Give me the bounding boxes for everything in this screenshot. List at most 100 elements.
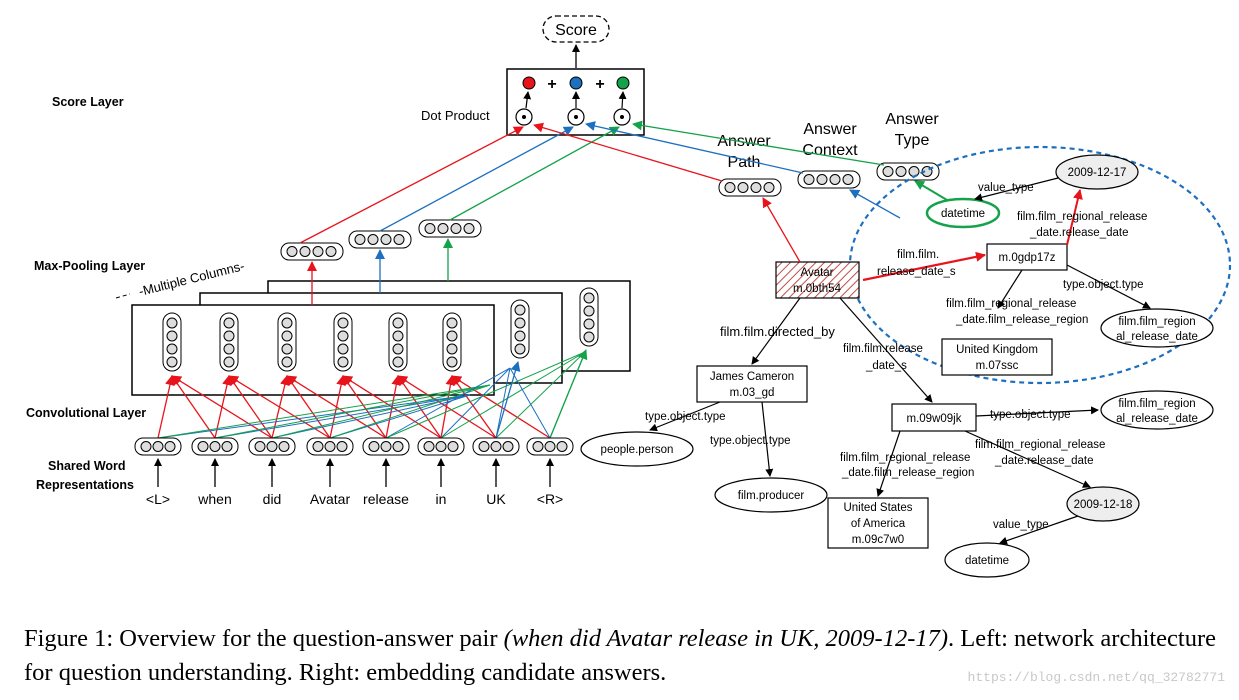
conv-column-1 [131,304,495,396]
regional2-line1: film.film_region [1118,398,1195,410]
word-unit [266,441,278,452]
max-pooling-layer-label: Max-Pooling Layer [34,259,145,273]
conv-unit [392,356,404,368]
usa-line2: of America [851,518,906,530]
conv-conn-red [286,375,331,439]
conv-unit [446,356,458,368]
question-words: <L> when did Avatar release in UK <R> [146,491,563,507]
conv-unit [392,343,404,355]
entity-avatar-name: Avatar [800,267,833,279]
conv-feature-vector [333,312,353,372]
word-unit [502,441,514,452]
shared-word-label-2: Representations [36,478,134,492]
value-date-2009-12-18 [1066,486,1140,522]
word-in: in [436,491,447,507]
word-L: <L> [146,491,170,507]
edge-type-object-type-4: type.object.type [990,409,1071,421]
conv-unit [446,343,458,355]
answer-path-label-1: Answer [717,133,771,150]
conv-conn-red [451,375,551,439]
word-unit [392,441,404,452]
answer-path-vector [718,178,782,197]
conv-conn-red [157,375,175,439]
entity-avatar [775,261,860,299]
usa-line1: United States [843,502,912,514]
word-unit [447,441,459,452]
score-node [542,15,610,43]
datetime1-label: datetime [941,208,985,220]
edge-regional-release-date-3: film.film_regional_release [975,439,1105,451]
word-unit [209,441,221,452]
answer-type-vector [876,162,940,181]
conv-conn-green [214,384,491,439]
conv-unit [392,330,404,342]
word-unit [312,441,324,452]
plus-1: + [547,76,556,93]
date2-label: 2009-12-18 [1074,499,1133,511]
conv-unit [337,317,349,329]
conv-conn-blue [509,367,551,439]
conv-conn-red [171,375,216,439]
conv-conn-red [342,375,387,439]
regional1-line2: al_release_date [1116,331,1198,343]
dot-product-label: Dot Product [421,108,490,123]
answer-context-vector [797,170,861,189]
type-datetime-1 [925,197,1001,229]
conv-conn-blue [214,394,471,439]
datetime2-label: datetime [965,555,1009,567]
conv-conn-blue-arrow [495,361,521,439]
people-person-label: people.person [601,444,674,456]
type-people-person [580,431,694,467]
word-unit [140,441,152,452]
w09-id: m.09w09jk [907,413,962,425]
conv-feature-vector [442,312,462,372]
word-unit [380,441,392,452]
cameron-name: James Cameron [710,371,794,383]
conv-unit [223,330,235,342]
word-unit [532,441,544,452]
conv-unit [223,343,235,355]
word-uk: UK [486,491,506,507]
word-release: release [363,491,409,507]
conv-unit [281,343,293,355]
conv-unit [166,356,178,368]
edge-release-region-3: film.film_regional_release [840,452,970,464]
edge-type-object-type-2: type.object.type [645,411,726,423]
pooled-vector-green [418,219,482,238]
convolutional-layer-label: Convolutional Layer [26,406,146,420]
conv-feature-green [579,287,599,347]
conv-unit [281,356,293,368]
conv-unit [166,343,178,355]
conv-feature-vector [162,312,182,372]
conv-conn-blue [440,367,511,439]
plus-2: + [595,76,604,93]
entity-united-kingdom [941,338,1053,376]
conv-conn-red [451,375,497,439]
conv-unit [166,330,178,342]
edge-release-date-s-1: film.film. [897,249,939,261]
conv-unit [446,317,458,329]
conv-conn-red [214,375,232,439]
conv-connections [157,349,588,439]
edge-release-region-2: _date.film_release_region [955,314,1088,326]
shared-word-label-1: Shared Word [48,459,126,473]
type-regional-release-date-1 [1100,308,1214,348]
word-unit [221,441,233,452]
pooled-vector-red [280,242,344,261]
conv-unit [223,317,235,329]
word-unit [435,441,447,452]
conv-features [162,312,462,372]
edge-release-region-4: _date.film_release_region [841,467,974,479]
conv-unit [446,330,458,342]
word-did: did [263,491,282,507]
word-unit [490,441,502,452]
edge-directed-by: film.film.directed_by [720,324,835,339]
conv-unit [337,356,349,368]
word-unit [164,441,176,452]
edge-regional-release-date-1: film.film_regional_release [1017,211,1147,223]
edge-type-object-type-3: type.object.type [710,435,791,447]
answer-context-label-1: Answer [803,121,857,138]
type-datetime-2 [944,542,1030,578]
word-unit [324,441,336,452]
edge-film-release-1: film.film.release [843,343,923,355]
